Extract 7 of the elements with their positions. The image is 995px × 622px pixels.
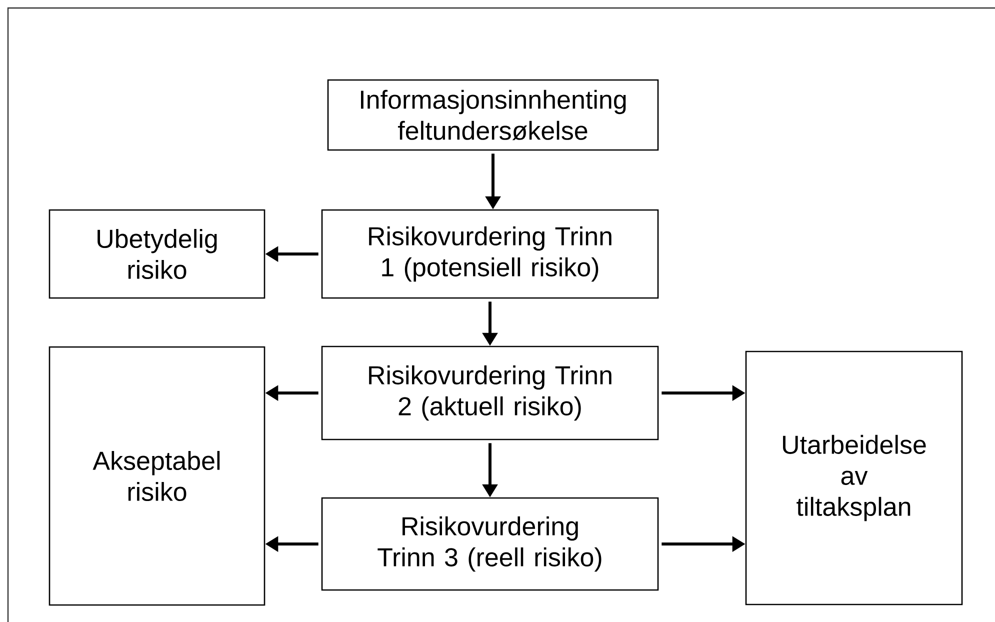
process-box: Risikovurdering Trinn 1 (potensiell risiko) <box>321 209 659 299</box>
process-box: Akseptabel risiko <box>48 346 266 606</box>
process-box: Informasjonsinnhenting feltundersøkelse <box>327 79 659 151</box>
process-box: Risikovurdering Trinn 3 (reell risiko) <box>321 497 659 591</box>
process-box: Risikovurdering Trinn 2 (aktuell risiko) <box>321 346 659 440</box>
process-box: Utarbeidelse av tiltaksplan <box>745 350 963 606</box>
process-box: Ubetydelig risiko <box>48 209 266 299</box>
